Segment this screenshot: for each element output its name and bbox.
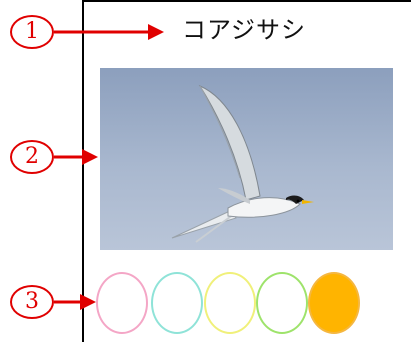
bird-name-title: コアジサシ <box>182 16 307 44</box>
marker-3: 3 <box>10 285 54 319</box>
swatch-green[interactable] <box>256 272 308 334</box>
marker-3-label: 3 <box>25 289 39 314</box>
color-palette <box>96 272 396 334</box>
arrow-3 <box>54 294 96 310</box>
frame-left-border <box>82 0 84 342</box>
arrow-1 <box>54 24 164 40</box>
marker-2: 2 <box>10 140 54 174</box>
swatch-pink[interactable] <box>96 272 148 334</box>
bird-photo <box>100 68 393 250</box>
swatch-cyan[interactable] <box>151 272 203 334</box>
arrow-2 <box>54 149 98 165</box>
marker-2-label: 2 <box>25 144 39 169</box>
marker-1-label: 1 <box>25 19 39 44</box>
tern-illustration <box>171 84 314 243</box>
frame-top-border <box>82 0 411 2</box>
marker-1: 1 <box>10 15 54 49</box>
swatch-yellow[interactable] <box>204 272 256 334</box>
swatch-orange[interactable] <box>308 272 360 334</box>
